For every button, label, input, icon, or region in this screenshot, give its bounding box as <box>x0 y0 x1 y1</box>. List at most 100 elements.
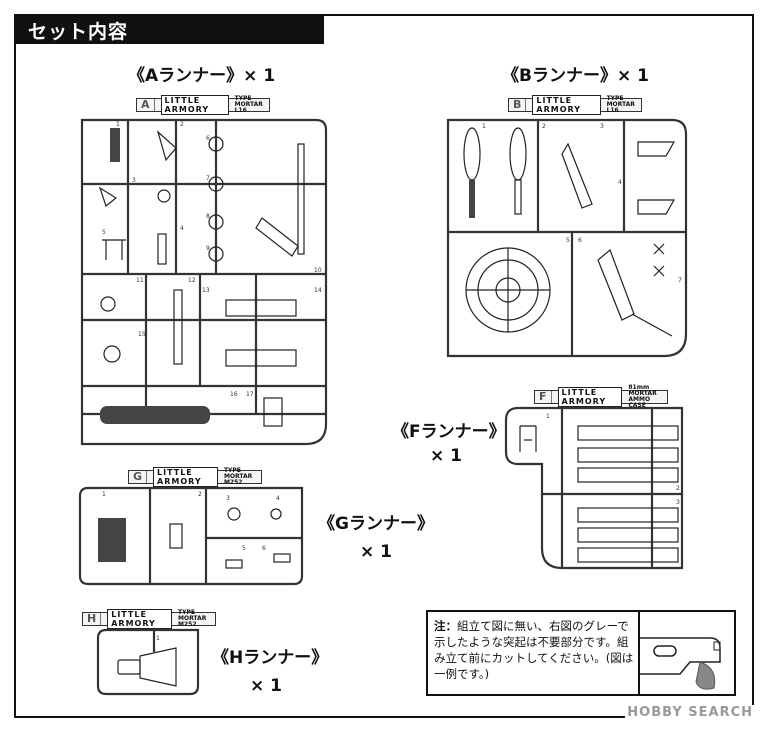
runner-g-frame <box>78 486 304 586</box>
runner-a-number: 3 <box>132 177 136 184</box>
runner-h-type: TYPE MORTAR M252 <box>178 609 207 628</box>
runner-f-label: 《Fランナー》 × 1 <box>392 420 506 468</box>
runner-a-number: 14 <box>314 287 322 294</box>
runner-a-number: 5 <box>102 229 106 236</box>
sprue-nub-diagram <box>640 637 721 690</box>
runner-a-name: 《Aランナー》 <box>128 66 244 86</box>
runner-h-frame <box>96 628 200 696</box>
runner-b-number: 1 <box>482 123 486 130</box>
section-header: セット内容 <box>14 14 324 44</box>
runner-a-number: 11 <box>136 277 144 284</box>
watermark-text: HOBBY SEARCH <box>625 705 755 720</box>
runner-g-diagram: 1 2 3 4 5 6 <box>78 486 304 586</box>
runner-g-number: 5 <box>242 545 246 552</box>
section-title: セット内容 <box>28 21 129 43</box>
runner-b-diagram: 1 2 3 4 5 6 7 <box>446 118 688 358</box>
runner-b-bars <box>448 120 686 356</box>
runner-b-label: 《Bランナー》× 1 <box>502 64 649 88</box>
runner-f-number: 2 <box>676 485 680 492</box>
runner-a-label: 《Aランナー》× 1 <box>128 64 275 88</box>
runner-f-frame <box>504 406 684 570</box>
runner-a-count: × 1 <box>243 66 276 86</box>
runner-b-number: 7 <box>678 277 682 284</box>
runner-h-letter: H <box>87 613 102 625</box>
runner-b-count: × 1 <box>616 66 649 86</box>
runner-b-number: 6 <box>578 237 582 244</box>
runner-b-parts <box>463 127 676 337</box>
runner-a-number: 2 <box>180 121 184 128</box>
runner-h-logo: LITTLE ARMORY <box>107 609 172 629</box>
runner-b-tag: B LITTLE ARMORY TYPE MORTAR L16 <box>508 95 642 115</box>
runner-g-type: TYPE MORTAR M252 <box>223 467 253 486</box>
runner-g-tag: G LITTLE ARMORY TYPE MORTAR M252 <box>128 467 262 487</box>
runner-h-diagram: 1 <box>96 628 200 696</box>
runner-a-number: 10 <box>314 267 322 274</box>
runner-a-number: 7 <box>206 175 210 182</box>
content-frame <box>14 14 754 718</box>
runner-a-number: 4 <box>180 225 184 232</box>
runner-f-number: 1 <box>546 413 550 420</box>
runner-a-posts <box>126 120 258 414</box>
runner-b-number: 3 <box>600 123 604 130</box>
runner-a-frame <box>80 118 328 446</box>
note-box: 注：組立て図に無い、右図のグレーで示したような突起は不要部分です。組み立て前にカ… <box>426 610 736 696</box>
runner-a-number: 1 <box>116 121 120 128</box>
runner-g-bars <box>148 488 302 584</box>
note-illustration <box>638 612 734 694</box>
runner-a-tag: A LITTLE ARMORY TYPE MORTAR L16 <box>136 95 270 115</box>
runner-a-bars <box>82 182 326 416</box>
runner-g-letter: G <box>133 471 148 483</box>
runner-a-number: 17 <box>246 391 254 398</box>
runner-b-number: 5 <box>566 237 570 244</box>
runner-g-number: 2 <box>198 491 202 498</box>
runner-g-number: 6 <box>262 545 266 552</box>
runner-b-part-numbers: 1 2 3 4 5 6 7 <box>482 123 682 284</box>
runner-a-letter: A <box>141 99 155 111</box>
runner-g-number: 4 <box>276 495 280 502</box>
runner-h-label: 《Hランナー》 × 1 <box>212 646 328 698</box>
runner-b-logo: LITTLE ARMORY <box>532 95 601 115</box>
runner-h-tag: H LITTLE ARMORY TYPE MORTAR M252 <box>82 609 216 629</box>
runner-a-number: 13 <box>202 287 210 294</box>
runner-b-letter: B <box>513 99 527 111</box>
runner-b-type: TYPE MORTAR L16 <box>606 95 635 114</box>
runner-f-name: 《Fランナー》 <box>392 422 506 442</box>
note-text: 組立て図に無い、右図のグレーで示したような突起は不要部分です。組み立て前にカット… <box>434 619 634 681</box>
runner-f-logo: LITTLE ARMORY <box>557 387 623 407</box>
runner-b-name: 《Bランナー》 <box>502 66 617 86</box>
runner-a-number: 15 <box>138 331 146 338</box>
runner-f-count: × 1 <box>430 446 462 466</box>
runner-h-number: 1 <box>156 635 160 642</box>
runner-f-diagram: 1 2 3 <box>504 406 684 570</box>
note-lead: 注： <box>434 619 457 633</box>
runner-b-frame <box>446 118 688 358</box>
runner-a-logo: LITTLE ARMORY <box>160 95 229 115</box>
runner-f-type: 81mm MORTAR AMMO CASE <box>628 384 657 409</box>
runner-f-parts <box>519 425 679 563</box>
runner-a-number: 16 <box>230 391 238 398</box>
gray-nub-shape <box>695 661 716 690</box>
runner-a-part-numbers: 1 2 3 4 5 6 7 8 9 10 11 12 13 14 15 16 1… <box>102 121 322 398</box>
runner-a-parts <box>98 128 305 427</box>
runner-g-name: 《Gランナー》 <box>318 514 434 534</box>
runner-g-logo: LITTLE ARMORY <box>153 467 218 487</box>
runner-f-tag: F LITTLE ARMORY 81mm MORTAR AMMO CASE <box>534 385 668 409</box>
runner-g-label: 《Gランナー》 × 1 <box>318 512 434 564</box>
runner-g-parts <box>98 507 291 569</box>
runner-a-number: 9 <box>206 245 210 252</box>
runner-f-letter: F <box>539 391 552 403</box>
runner-h-name: 《Hランナー》 <box>212 648 329 668</box>
runner-g-part-numbers: 1 2 3 4 5 6 <box>102 491 280 552</box>
runner-b-number: 2 <box>542 123 546 130</box>
runner-f-part-numbers: 1 2 3 <box>546 413 680 506</box>
runner-a-number: 6 <box>206 135 210 142</box>
runner-a-diagram: 1 2 3 4 5 6 7 8 9 10 11 12 13 14 15 16 1… <box>80 118 328 446</box>
runner-h-parts <box>117 647 177 687</box>
runner-a-number: 8 <box>206 213 210 220</box>
note-text-block: 注：組立て図に無い、右図のグレーで示したような突起は不要部分です。組み立て前にカ… <box>434 618 638 682</box>
runner-a-type: TYPE MORTAR L16 <box>234 95 263 114</box>
runner-g-number: 1 <box>102 491 106 498</box>
runner-g-number: 3 <box>226 495 230 502</box>
runner-h-count: × 1 <box>250 676 282 696</box>
runner-a-number: 12 <box>188 277 196 284</box>
